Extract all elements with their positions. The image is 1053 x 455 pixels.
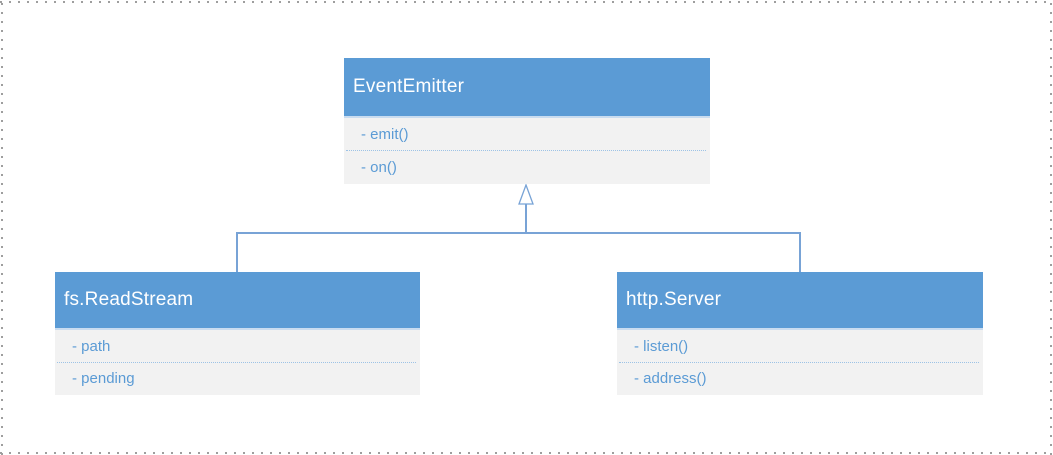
class-member-list: - listen() - address() xyxy=(617,330,983,395)
class-member: - emit() xyxy=(344,118,710,151)
class-box-eventemitter[interactable]: EventEmitter - emit() - on() xyxy=(344,58,710,184)
class-box-http-server[interactable]: http.Server - listen() - address() xyxy=(617,272,983,395)
inheritance-connector-stem xyxy=(525,204,527,233)
selection-dotted-border-left xyxy=(1,0,3,455)
class-member: - path xyxy=(55,330,420,363)
class-member-list: - path - pending xyxy=(55,330,420,395)
selection-dotted-border-top xyxy=(0,1,1053,3)
class-header: EventEmitter xyxy=(344,58,710,118)
inheritance-connector-branch xyxy=(236,232,801,234)
class-title: http.Server xyxy=(626,289,722,310)
inheritance-arrow-icon xyxy=(518,184,534,205)
class-header: fs.ReadStream xyxy=(55,272,420,330)
class-box-fs-readstream[interactable]: fs.ReadStream - path - pending xyxy=(55,272,420,395)
class-member: - on() xyxy=(361,159,397,176)
class-member-list: - emit() - on() xyxy=(344,118,710,184)
inheritance-connector-right-drop xyxy=(799,232,801,272)
inheritance-connector-left-drop xyxy=(236,232,238,272)
class-title: fs.ReadStream xyxy=(64,289,194,310)
selection-dotted-border-right xyxy=(1050,0,1052,455)
class-title: EventEmitter xyxy=(353,76,465,97)
class-header: http.Server xyxy=(617,272,983,330)
class-member: - listen() xyxy=(617,330,983,363)
class-member: - address() xyxy=(634,370,707,388)
selection-dotted-border-bottom xyxy=(0,452,1053,454)
class-member: - pending xyxy=(72,370,135,388)
